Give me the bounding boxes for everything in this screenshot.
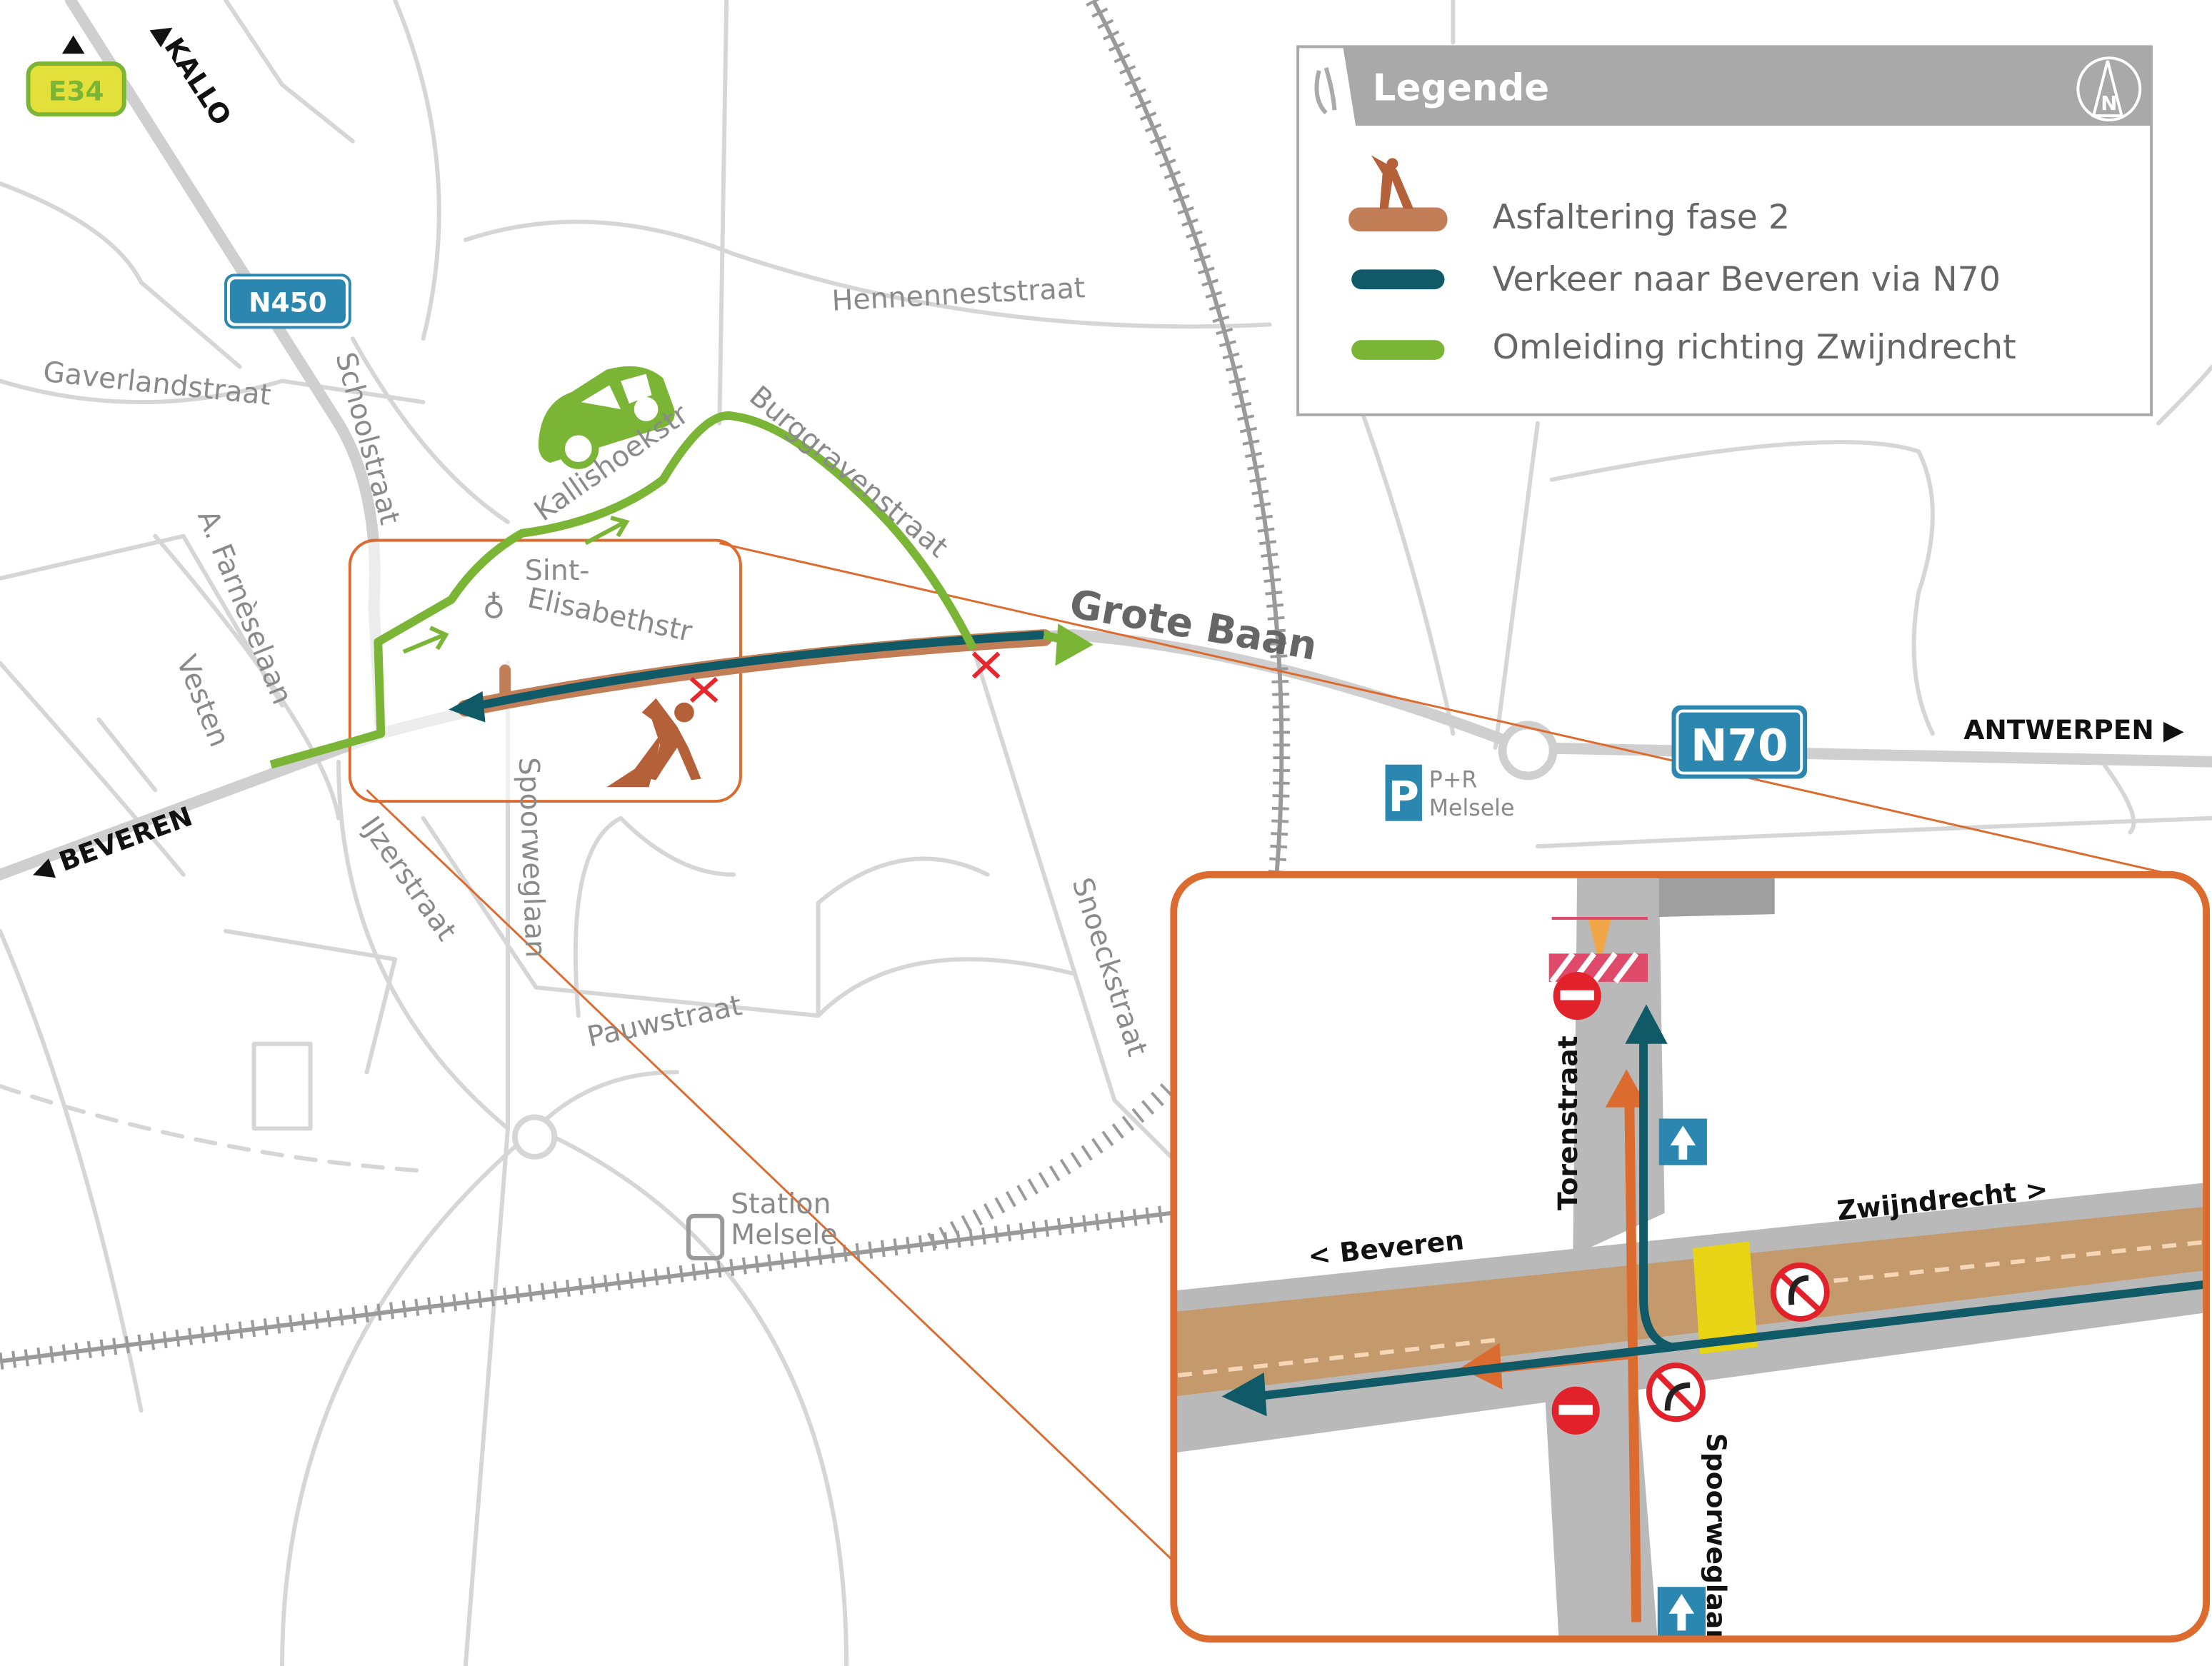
svg-text:P: P bbox=[1388, 772, 1419, 821]
svg-text:Station: Station bbox=[731, 1188, 831, 1220]
arrow-up-icon bbox=[1625, 1004, 1668, 1044]
svg-text:N: N bbox=[2101, 91, 2117, 115]
no-entry-sign-icon bbox=[1553, 972, 1601, 1020]
roadworks-icon bbox=[606, 698, 701, 788]
svg-text:Melsele: Melsele bbox=[731, 1218, 838, 1251]
arrow-up-icon bbox=[1605, 1069, 1648, 1108]
direction-beveren: ◀ BEVEREN bbox=[26, 801, 196, 888]
street-label-spoorweglaan: Spoorweglaan bbox=[1701, 1433, 1732, 1648]
legend-item-verkeer: Verkeer naar Beveren via N70 bbox=[1351, 260, 2001, 299]
north-arrow-icon: N bbox=[2076, 56, 2142, 122]
zoom-connector-line bbox=[366, 789, 1172, 1560]
station-melsele: Station Melsele bbox=[686, 1188, 838, 1260]
legend-item-omleiding: Omleiding richting Zwijndrecht bbox=[1351, 328, 2016, 367]
orange-route bbox=[1624, 1100, 1642, 1622]
railway bbox=[0, 0, 1291, 1370]
svg-text:E34: E34 bbox=[49, 75, 104, 106]
svg-text:Verkeer naar Beveren via N70: Verkeer naar Beveren via N70 bbox=[1493, 260, 2001, 299]
direction-kallo: ▲KALLO bbox=[147, 15, 238, 131]
no-entry-sign-icon bbox=[1551, 1386, 1600, 1435]
svg-text:N70: N70 bbox=[1691, 721, 1788, 771]
e34-shield: E34 bbox=[26, 35, 126, 117]
one-way-sign-icon bbox=[1657, 1587, 1706, 1637]
legend-item-asfaltering: Asfaltering fase 2 bbox=[1348, 155, 1790, 237]
church-icon: ♁ bbox=[482, 590, 505, 626]
street-label: Hennenneststraat bbox=[831, 271, 1086, 318]
arrow-right-icon bbox=[1055, 623, 1094, 666]
legend-title: Legende bbox=[1373, 66, 1549, 109]
traffic-to-beveren-route bbox=[479, 631, 1044, 710]
svg-text:N450: N450 bbox=[249, 287, 327, 318]
direction-antwerpen: ANTWERPEN ▶ bbox=[1963, 714, 2184, 746]
no-left-turn-sign-icon bbox=[1770, 1262, 1830, 1322]
parking-icon bbox=[1385, 764, 1422, 821]
legend-panel: Legende N Asfaltering fase 2 Verkeer naa… bbox=[1296, 45, 2153, 416]
street-label: Sint- bbox=[525, 554, 590, 587]
arrow-up-icon bbox=[61, 35, 85, 54]
traffic-cone-icon bbox=[1588, 919, 1611, 954]
arrow-left-icon bbox=[1221, 1372, 1267, 1417]
street-label-grote-baan: Grote Baan bbox=[1066, 581, 1321, 670]
street-label: Schoolstraat bbox=[329, 349, 406, 528]
roadworks-icon bbox=[1371, 155, 1414, 209]
detour-route bbox=[269, 411, 978, 769]
flemish-lion-logo-icon bbox=[1314, 67, 1337, 115]
train-icon bbox=[686, 1213, 725, 1260]
n70-shield: N70 bbox=[1671, 705, 1808, 779]
no-right-turn-sign-icon bbox=[1646, 1363, 1706, 1422]
n450-shield: N450 bbox=[224, 274, 351, 329]
intersection-detail-inset: Torenstraat < Beveren Zwijndrecht > Spoo… bbox=[1170, 870, 2211, 1648]
closure-x-icon bbox=[689, 651, 1001, 703]
street-label: Spoorweglaan bbox=[512, 757, 552, 958]
car-icon bbox=[538, 366, 675, 469]
svg-text:P+R: P+R bbox=[1429, 767, 1478, 793]
street-label-torenstraat: Torenstraat bbox=[1552, 1035, 1583, 1210]
svg-text:Asfaltering fase 2: Asfaltering fase 2 bbox=[1493, 198, 1790, 237]
arrow-left-icon bbox=[449, 691, 486, 723]
park-and-ride-melsele: P P+R Melsele bbox=[1385, 764, 1515, 821]
svg-text:Melsele: Melsele bbox=[1429, 796, 1515, 821]
one-way-sign-icon bbox=[1658, 1118, 1707, 1165]
street-label: Snoeckstraat bbox=[1066, 874, 1154, 1060]
zoom-connector-line bbox=[719, 542, 2173, 876]
street-label: Vesten bbox=[170, 651, 236, 751]
crosswalk bbox=[1693, 1241, 1758, 1355]
street-label: Burggravenstraat bbox=[743, 380, 954, 564]
svg-text:Omleiding richting Zwijndrecht: Omleiding richting Zwijndrecht bbox=[1493, 328, 2016, 367]
